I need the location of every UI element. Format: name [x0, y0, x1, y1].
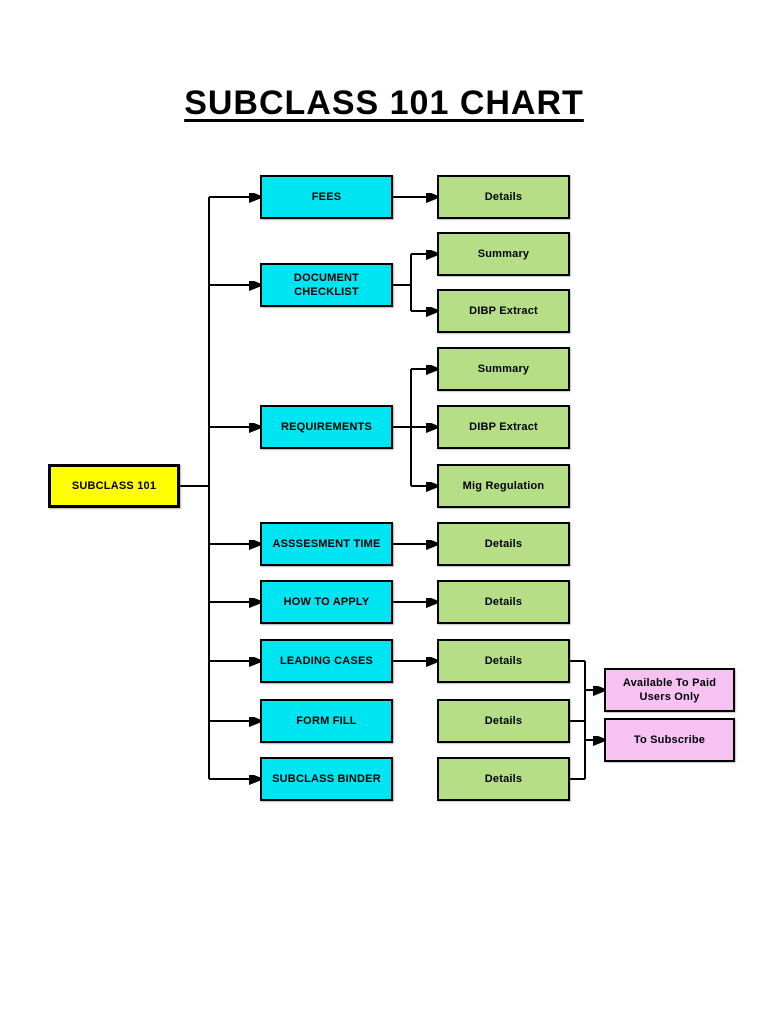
node-fees: FEES: [260, 175, 393, 219]
node-req-mig-regulation: Mig Regulation: [437, 464, 570, 508]
node-requirements: REQUIREMENTS: [260, 405, 393, 449]
node-form-fill-details: Details: [437, 699, 570, 743]
node-subclass-binder-details: Details: [437, 757, 570, 801]
node-how-to-apply-details: Details: [437, 580, 570, 624]
node-to-subscribe: To Subscribe: [604, 718, 735, 762]
node-subclass-101: SUBCLASS 101: [48, 464, 180, 508]
node-form-fill: FORM FILL: [260, 699, 393, 743]
node-leading-cases-details: Details: [437, 639, 570, 683]
node-document-checklist: DOCUMENT CHECKLIST: [260, 263, 393, 307]
node-fees-details: Details: [437, 175, 570, 219]
node-how-to-apply: HOW TO APPLY: [260, 580, 393, 624]
node-asssesment-details: Details: [437, 522, 570, 566]
node-req-summary: Summary: [437, 347, 570, 391]
node-req-dibp-extract: DIBP Extract: [437, 405, 570, 449]
node-subclass-binder: SUBCLASS BINDER: [260, 757, 393, 801]
node-doc-dibp-extract: DIBP Extract: [437, 289, 570, 333]
node-doc-summary: Summary: [437, 232, 570, 276]
node-leading-cases: LEADING CASES: [260, 639, 393, 683]
page-title: SUBCLASS 101 CHART: [184, 84, 584, 122]
node-asssesment-time: ASSSESMENT TIME: [260, 522, 393, 566]
node-available-to-paid-users: Available To Paid Users Only: [604, 668, 735, 712]
